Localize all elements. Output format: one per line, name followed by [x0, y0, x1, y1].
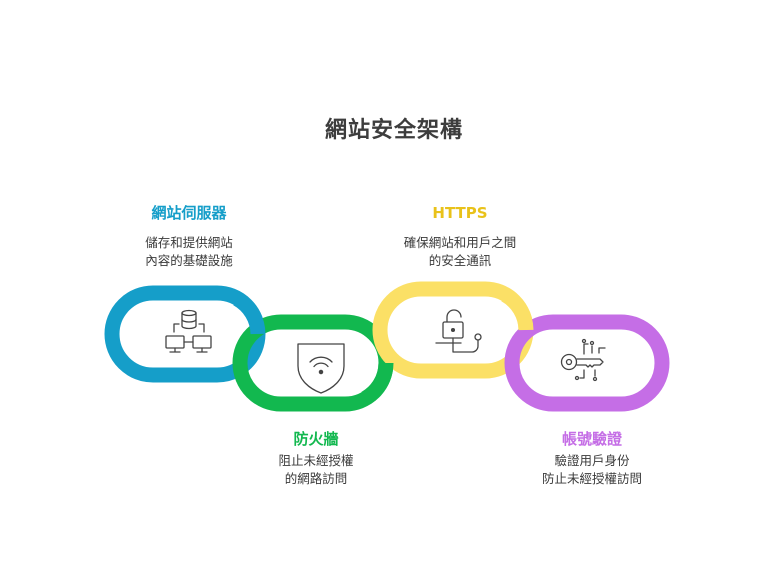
desc-web-server-line-2: 內容的基礎設施 — [145, 253, 233, 268]
server-network-icon — [165, 309, 212, 353]
chain-link-https-overlap — [501, 288, 534, 331]
chain-link-account-auth — [504, 314, 670, 412]
desc-firewall-line-2: 的網路訪問 — [284, 471, 348, 486]
desc-account-auth-line-1: 驗證用戶身份 — [554, 453, 630, 468]
label-web-server: 網站伺服器 — [151, 204, 227, 222]
chain-link-web-server-overlap — [233, 292, 266, 335]
digital-key-icon — [560, 338, 606, 382]
wifi-shield-icon — [297, 343, 345, 394]
unlocked-padlock-icon — [435, 309, 482, 353]
diagram-title: 網站安全架構 — [324, 118, 463, 143]
desc-account-auth: 驗證用戶身份 防止未經授權訪問 — [502, 452, 682, 488]
label-account-auth: 帳號驗證 — [561, 430, 622, 448]
desc-https-line-2: 的安全通訊 — [428, 253, 492, 268]
label-firewall: 防火牆 — [293, 430, 339, 448]
desc-https-line-1: 確保網站和用戶之間 — [403, 235, 517, 250]
desc-https: 確保網站和用戶之間 的安全通訊 — [370, 234, 550, 270]
desc-web-server: 儲存和提供網站 內容的基礎設施 — [99, 234, 279, 270]
label-https: HTTPS — [432, 204, 488, 222]
desc-account-auth-line-2: 防止未經授權訪問 — [541, 471, 642, 486]
desc-firewall-line-1: 阻止未經授權 — [278, 453, 354, 468]
chain-link-firewall-overlap — [360, 362, 394, 406]
desc-web-server-line-1: 儲存和提供網站 — [145, 235, 233, 250]
desc-firewall: 阻止未經授權 的網路訪問 — [226, 452, 406, 488]
